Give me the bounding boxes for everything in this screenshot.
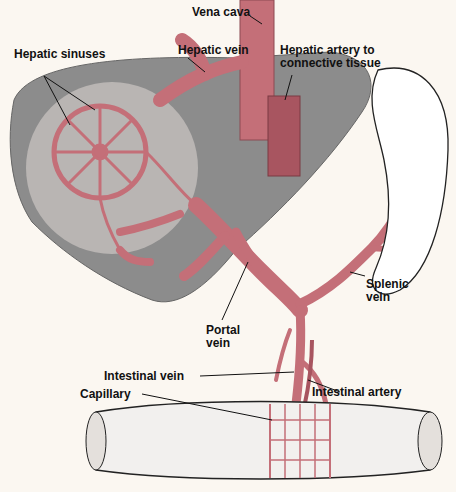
magnified-circle (26, 82, 198, 254)
part-label: Intestinal artery (312, 386, 432, 399)
part-label: Capillary (80, 388, 150, 401)
part-label: Splenic vein (366, 278, 416, 304)
part-label: Intestinal vein (104, 370, 204, 383)
intestine (86, 402, 442, 480)
part-label: Portal vein (206, 324, 256, 350)
part-label: Hepatic artery to connective tissue (280, 44, 400, 70)
leader-lines (44, 16, 365, 420)
hepatic-sinusoids (54, 106, 196, 250)
spleen (372, 68, 448, 294)
part-label: Vena cava (192, 6, 262, 19)
intestinal-artery (304, 340, 312, 408)
part-label: Hepatic vein (178, 44, 268, 57)
part-label: Hepatic sinuses (14, 48, 124, 61)
liver (10, 52, 371, 302)
hepatic-artery (268, 96, 300, 176)
